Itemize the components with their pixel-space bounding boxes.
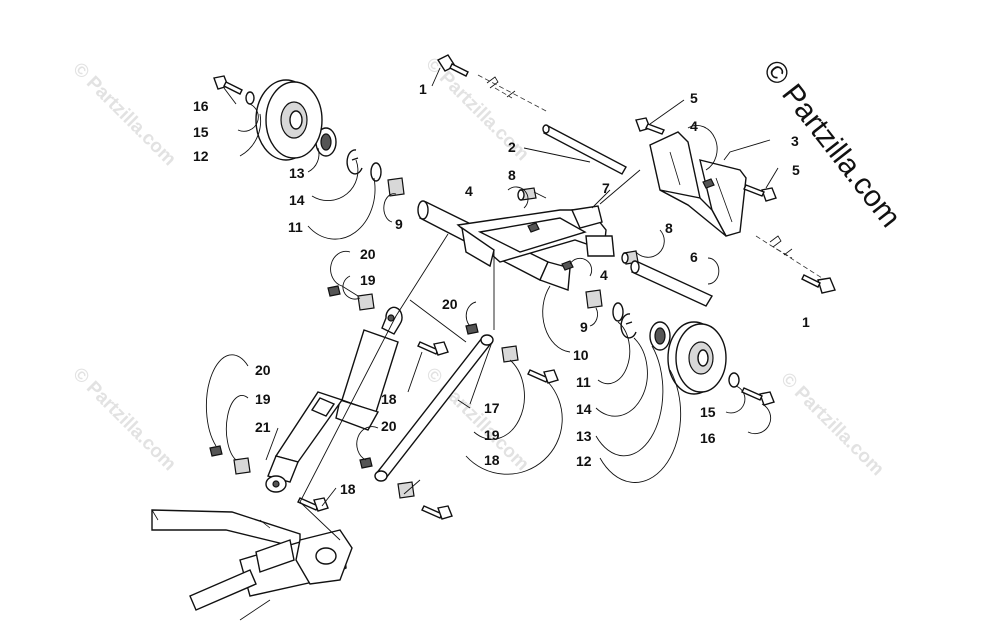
callout-5: 5 bbox=[792, 162, 800, 178]
bushing-part bbox=[501, 345, 519, 363]
callout-19: 19 bbox=[360, 272, 376, 288]
callout-20: 20 bbox=[360, 246, 376, 262]
bushing-part bbox=[517, 187, 537, 201]
callout-8: 8 bbox=[508, 167, 516, 183]
callout-13: 13 bbox=[576, 428, 592, 444]
callout-9: 9 bbox=[395, 216, 403, 232]
grease-fitting-part bbox=[527, 222, 540, 233]
bolt-part bbox=[436, 54, 469, 77]
callout-2: 2 bbox=[508, 139, 516, 155]
callout-6: 6 bbox=[690, 249, 698, 265]
callout-14: 14 bbox=[289, 192, 305, 208]
bolt-part bbox=[527, 369, 559, 384]
bushing-part bbox=[621, 250, 639, 265]
callout-8: 8 bbox=[665, 220, 673, 236]
callout-7: 7 bbox=[602, 180, 610, 196]
callout-10: 10 bbox=[573, 347, 589, 363]
shock-absorber-part bbox=[265, 306, 403, 493]
a-arm-part bbox=[417, 200, 615, 291]
watermark-text: © Partzilla.com bbox=[776, 369, 887, 480]
snap-ring-part bbox=[620, 313, 637, 339]
rear-mount-fragment bbox=[151, 509, 353, 621]
watermark-text: © Partzilla.com bbox=[68, 59, 179, 170]
callout-19: 19 bbox=[484, 427, 500, 443]
callout-21: 21 bbox=[255, 419, 271, 435]
bolt-part bbox=[743, 184, 777, 202]
callout-17: 17 bbox=[484, 400, 500, 416]
washer-part bbox=[370, 162, 382, 182]
cap-part bbox=[209, 445, 223, 457]
bolt-part bbox=[297, 497, 329, 512]
callout-14: 14 bbox=[576, 401, 592, 417]
bolt-part bbox=[417, 341, 449, 356]
washer-part bbox=[612, 302, 624, 322]
idler-wheel-part bbox=[667, 321, 727, 395]
washer-part bbox=[245, 91, 255, 105]
grease-fitting-part bbox=[702, 178, 715, 189]
callout-11: 11 bbox=[288, 219, 303, 235]
callout-12: 12 bbox=[193, 148, 209, 164]
callout-19: 19 bbox=[255, 391, 271, 407]
cap-part bbox=[465, 323, 479, 335]
idler-wheel-part bbox=[255, 79, 323, 161]
brand-watermark: © Partzilla.com bbox=[756, 54, 906, 234]
callout-20: 20 bbox=[255, 362, 271, 378]
watermark-text: © Partzilla.com bbox=[68, 364, 179, 475]
spacer-part bbox=[585, 289, 603, 309]
callout-5: 5 bbox=[690, 90, 698, 106]
watermarks: © Partzilla.com © Partzilla.com © Partzi… bbox=[68, 54, 887, 480]
callout-1: 1 bbox=[419, 81, 427, 97]
cap-part bbox=[327, 285, 341, 297]
callout-15: 15 bbox=[193, 124, 209, 140]
callout-16: 16 bbox=[700, 430, 716, 446]
callout-20: 20 bbox=[442, 296, 458, 312]
bearing-part bbox=[649, 321, 671, 351]
assembly-drawing bbox=[151, 54, 836, 621]
callout-16: 16 bbox=[193, 98, 209, 114]
callout-4: 4 bbox=[690, 118, 698, 134]
link-rod-part bbox=[374, 334, 494, 482]
callout-15: 15 bbox=[700, 404, 716, 420]
snap-ring-part bbox=[346, 149, 363, 175]
callout-11: 11 bbox=[576, 374, 591, 390]
bolt-part bbox=[741, 387, 775, 406]
bushing-part bbox=[397, 481, 415, 499]
callout-12: 12 bbox=[576, 453, 592, 469]
callout-labels: 1 1 2 3 4 4 4 5 5 6 7 8 8 9 9 10 11 11 1… bbox=[193, 81, 810, 497]
shaft-part bbox=[542, 124, 627, 175]
axle-part bbox=[630, 260, 714, 307]
bolt-part bbox=[421, 505, 453, 520]
bolt-part bbox=[213, 75, 243, 95]
callout-9: 9 bbox=[580, 319, 588, 335]
watermark-text: © Partzilla.com bbox=[421, 54, 532, 165]
bolt-part bbox=[801, 274, 836, 294]
callout-4: 4 bbox=[465, 183, 473, 199]
leader-lines bbox=[205, 67, 779, 541]
callout-18: 18 bbox=[484, 452, 500, 468]
cap-part bbox=[359, 457, 373, 469]
bolt-part bbox=[635, 117, 665, 135]
bushing-part bbox=[357, 293, 375, 311]
callout-20: 20 bbox=[381, 418, 397, 434]
spacer-part bbox=[387, 177, 405, 197]
callout-4: 4 bbox=[600, 267, 608, 283]
bearing-part bbox=[315, 127, 337, 157]
watermark-text: © Partzilla.com bbox=[421, 364, 532, 475]
callout-3: 3 bbox=[791, 133, 799, 149]
callout-18: 18 bbox=[381, 391, 397, 407]
bushing-part bbox=[233, 457, 251, 475]
washer-part bbox=[728, 372, 740, 388]
callout-1: 1 bbox=[802, 314, 810, 330]
callout-13: 13 bbox=[289, 165, 305, 181]
callout-18: 18 bbox=[340, 481, 356, 497]
